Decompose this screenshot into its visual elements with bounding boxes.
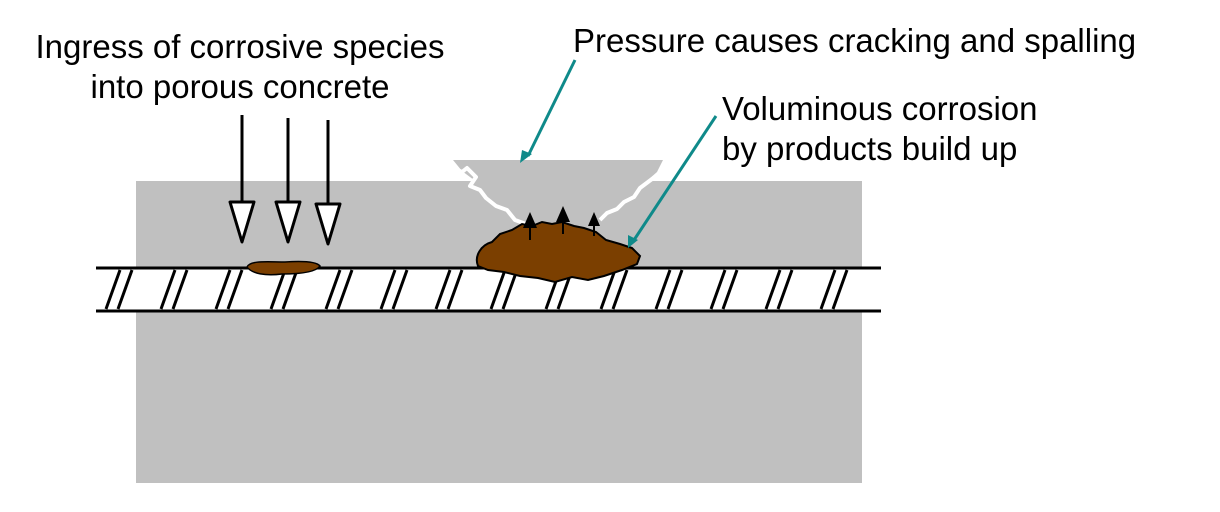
rebar-rib-stroke	[446, 269, 464, 310]
rebar-rib-stroke	[709, 269, 727, 310]
ingress-arrow-2	[274, 118, 302, 244]
rebar-rib-stroke	[764, 269, 782, 310]
rebar-rib-stroke	[819, 269, 837, 310]
rebar-rib-stroke	[654, 269, 672, 310]
voluminous-leader-line	[628, 115, 718, 248]
rebar-rib-stroke	[666, 269, 684, 310]
concrete-block	[136, 181, 862, 483]
ingress-label: Ingress of corrosive species into porous…	[8, 27, 472, 107]
steel-rebar	[96, 266, 881, 313]
pressure-label: Pressure causes cracking and spalling	[573, 22, 1137, 59]
corrosion-product-mound	[475, 220, 642, 284]
ingress-arrows	[228, 115, 342, 246]
rebar-rib-stroke	[104, 269, 122, 310]
rebar-rib-stroke	[776, 269, 794, 310]
pressure-arrows	[523, 206, 600, 240]
ingress-arrow-3	[314, 120, 342, 246]
rebar-rib-stroke	[391, 269, 409, 310]
rebar-rib-stroke	[171, 269, 189, 310]
rebar-rib-stroke	[721, 269, 739, 310]
rebar-rib-stroke	[226, 269, 244, 310]
rebar-rib-stroke	[379, 269, 397, 310]
rebar-rib-stroke	[831, 269, 849, 310]
rebar-ribs	[104, 269, 849, 310]
rebar-rib-stroke	[611, 269, 629, 310]
rebar-rib-stroke	[159, 269, 177, 310]
ingress-label-line-1: Ingress of corrosive species	[35, 28, 445, 65]
ingress-arrow-1	[228, 115, 256, 244]
rebar-rib-stroke	[116, 269, 134, 310]
pressure-leader-line	[520, 59, 577, 163]
rebar-rib-stroke	[336, 269, 354, 310]
rebar-rib-stroke	[269, 269, 287, 310]
spalled-concrete-chunk	[453, 160, 663, 217]
pressure-arrow-left	[523, 212, 537, 240]
rebar-rib-stroke	[434, 269, 452, 310]
rebar-rib-stroke	[214, 269, 232, 310]
voluminous-label-line-1: Voluminous corrosion	[722, 90, 1038, 127]
pressure-arrow-middle	[556, 206, 570, 234]
rebar-rib-stroke	[281, 269, 299, 310]
crack-line-right	[598, 168, 665, 222]
crack-line-left	[452, 166, 527, 226]
pressure-arrow-right	[588, 212, 600, 236]
ingress-label-line-2: into porous concrete	[90, 68, 390, 105]
rebar-rib-stroke	[599, 269, 617, 310]
rebar-rib-stroke	[324, 269, 342, 310]
rebar-rib-stroke	[501, 269, 519, 310]
voluminous-label: Voluminous corrosion by products build u…	[722, 89, 1038, 169]
rebar-rib-stroke	[489, 269, 507, 310]
voluminous-label-line-2: by products build up	[722, 130, 1018, 167]
small-rust-spot	[246, 260, 321, 276]
